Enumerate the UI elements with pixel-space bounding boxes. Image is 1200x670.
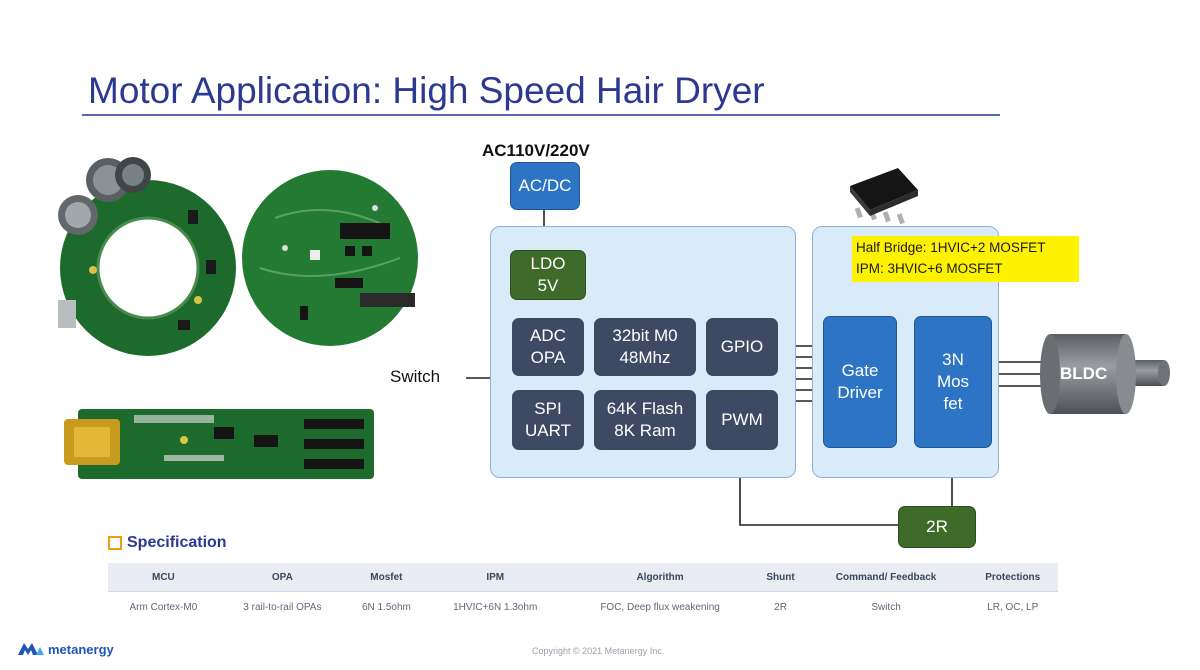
flash-line-1: 64K Flash <box>606 398 684 418</box>
header-shunt: Shunt <box>756 563 805 592</box>
acdc-label: AC/DC <box>518 175 572 195</box>
table-row: Arm Cortex-M0 3 rail-to-rail OPAs 6N 1.5… <box>108 591 1058 622</box>
cell-protections: LR, OC, LP <box>967 591 1058 622</box>
header-opa: OPA <box>218 563 346 592</box>
mosfet-line-2: Mos <box>936 371 970 391</box>
ic-chip-icon <box>850 168 918 224</box>
half-bridge-note: Half Bridge: 1HVIC+2 MOSFET <box>856 240 1046 255</box>
ldo-line-2: 5V <box>537 276 559 295</box>
mosfet-line-3: fet <box>943 394 963 414</box>
spi-line-1: SPI <box>534 398 562 418</box>
specification-title-text: Specification <box>127 534 227 551</box>
header-ipm: IPM <box>426 563 564 592</box>
cell-algorithm: FOC, Deep flux weakening <box>563 591 757 622</box>
cpu-line-2: 48Mhz <box>619 348 671 367</box>
cell-mosfet: 6N 1.5ohm <box>346 591 427 622</box>
ipm-note: IPM: 3HVIC+6 MOSFET <box>856 260 1003 276</box>
header-mosfet: Mosfet <box>346 563 427 592</box>
page-title: Motor Application: High Speed Hair Dryer <box>88 70 765 111</box>
cpu-line-1: 32bit M0 <box>612 325 678 345</box>
gate-driver-line-1: Gate <box>841 360 879 380</box>
spi-uart-block: SPI UART <box>512 390 584 450</box>
acdc-block: AC/DC <box>510 162 580 210</box>
copyright-text: Copyright © 2021 Metanergy Inc. <box>532 646 665 656</box>
logo-mark-icon <box>18 643 44 655</box>
cpu-block: 32bit M0 48Mhz <box>594 318 696 376</box>
topology-highlight-note: Half Bridge: 1HVIC+2 MOSFET IPM: 3HVIC+6… <box>852 236 1079 282</box>
mosfet-line-1: 3N <box>942 349 964 369</box>
ring-board-photo <box>58 157 236 356</box>
ac-input-label: AC110V/220V <box>482 141 590 160</box>
memory-block: 64K Flash 8K Ram <box>594 390 696 450</box>
shunt-block: 2R <box>898 506 976 548</box>
pwm-label: PWM <box>721 409 763 429</box>
cell-command-feedback: Switch <box>804 591 968 622</box>
title-underline <box>82 114 1000 116</box>
gpio-block: GPIO <box>706 318 778 376</box>
cell-opa: 3 rail-to-rail OPAs <box>218 591 346 622</box>
flash-line-2: 8K Ram <box>614 421 676 440</box>
header-command-feedback: Command/ Feedback <box>804 563 968 592</box>
adc-opa-block: ADC OPA <box>512 318 584 376</box>
bldc-label: BLDC <box>1060 364 1108 383</box>
specification-table: MCU OPA Mosfet IPM Algorithm Shunt Comma… <box>108 563 1058 622</box>
gpio-label: GPIO <box>720 336 764 356</box>
strip-board-photo <box>64 409 374 479</box>
pwm-block: PWM <box>706 390 778 450</box>
cell-ipm: 1HVIC+6N 1.3ohm <box>426 591 564 622</box>
ldo-block: LDO 5V <box>510 250 586 300</box>
adc-line-1: ADC <box>530 325 566 345</box>
spi-line-2: UART <box>525 421 571 440</box>
shunt-label: 2R <box>926 516 948 536</box>
company-logo: metanergy <box>18 641 114 657</box>
header-mcu: MCU <box>108 563 219 592</box>
cell-mcu: Arm Cortex-M0 <box>108 591 219 622</box>
header-protections: Protections <box>967 563 1058 592</box>
bullet-square-icon <box>108 536 122 550</box>
table-header-row: MCU OPA Mosfet IPM Algorithm Shunt Comma… <box>108 563 1058 592</box>
adc-line-2: OPA <box>530 348 566 367</box>
gate-driver-line-2: Driver <box>837 383 883 402</box>
ldo-line-1: LDO <box>530 253 566 273</box>
switch-label: Switch <box>390 367 441 386</box>
header-algorithm: Algorithm <box>563 563 757 592</box>
specification-title: Specification <box>108 534 227 552</box>
round-board-photo <box>242 170 418 346</box>
logo-text: metanergy <box>48 641 114 657</box>
cell-shunt: 2R <box>756 591 805 622</box>
bldc-motor-icon <box>1040 334 1170 414</box>
